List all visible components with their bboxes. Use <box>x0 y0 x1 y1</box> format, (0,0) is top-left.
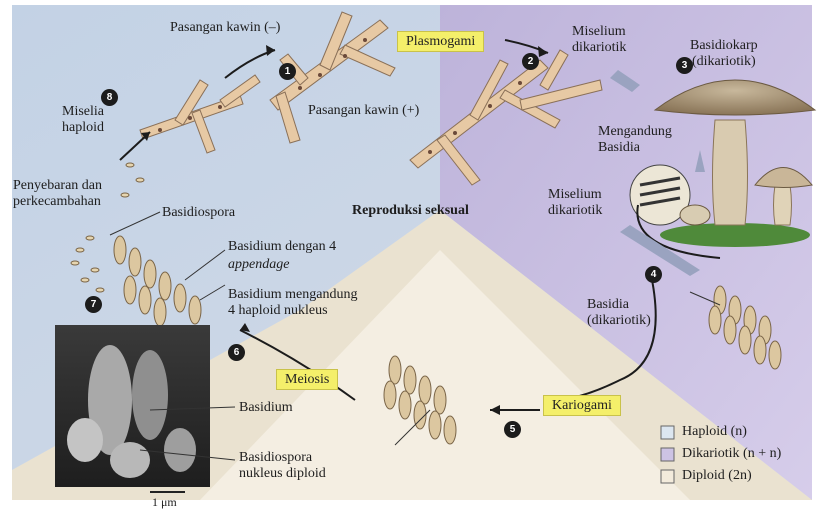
legend-row-haploid: Haploid (n) <box>660 423 810 445</box>
label-miselium-dikariotik-top: Miselium dikariotik <box>572 24 626 56</box>
label-mengandung-basidia: Mengandung Basidia <box>598 124 672 156</box>
label-miselium-dikariotik-mid: Miselium dikariotik <box>548 187 602 219</box>
label-basidium-appendage-1: Basidium dengan 4 <box>228 239 336 255</box>
legend-label-dikariotik: Dikariotik (n + n) <box>682 446 781 462</box>
legend-label-haploid: Haploid (n) <box>682 424 747 440</box>
step-7-badge: 7 <box>85 296 102 313</box>
plasmogami-tag: Plasmogami <box>397 31 484 52</box>
label-pasangan-minus: Pasangan kawin (–) <box>170 20 280 36</box>
label-basidium: Basidium <box>239 400 293 416</box>
label-pasangan-plus: Pasangan kawin (+) <box>308 103 419 119</box>
kariogami-tag: Kariogami <box>543 395 621 416</box>
label-miselia-haploid: Miselia haploid <box>62 104 104 136</box>
scale-bar-label: 1 μm <box>152 494 177 510</box>
step-4-badge: 4 <box>645 266 662 283</box>
meiosis-tag: Meiosis <box>276 369 338 390</box>
label-basidium-appendage-2: appendage <box>228 257 289 273</box>
legend-row-dikariotik: Dikariotik (n + n) <box>660 445 810 467</box>
legend-label-diploid: Diploid (2n) <box>682 468 752 484</box>
step-6-badge: 6 <box>228 344 245 361</box>
label-basidiokarp: Basidiokarp (dikariotik) <box>690 38 758 70</box>
step-1-badge: 1 <box>279 63 296 80</box>
legend-row-diploid: Diploid (2n) <box>660 467 810 489</box>
step-2-badge: 2 <box>522 53 539 70</box>
step-8-badge: 8 <box>101 89 118 106</box>
label-penyebaran: Penyebaran dan perkecambahan <box>13 178 102 210</box>
label-basidium-nukleus: Basidium mengandung 4 haploid nukleus <box>228 287 358 319</box>
step-5-badge: 5 <box>504 421 521 438</box>
step-3-badge: 3 <box>676 57 693 74</box>
label-basidiospora-diploid: Basidiospora nukleus diploid <box>239 450 326 482</box>
label-reproduksi-seksual: Reproduksi seksual <box>352 203 469 219</box>
label-basidia-dikariotik: Basidia (dikariotik) <box>587 297 651 329</box>
legend: Haploid (n) Dikariotik (n + n) Diploid (… <box>660 423 810 489</box>
label-basidiospora: Basidiospora <box>162 205 235 221</box>
